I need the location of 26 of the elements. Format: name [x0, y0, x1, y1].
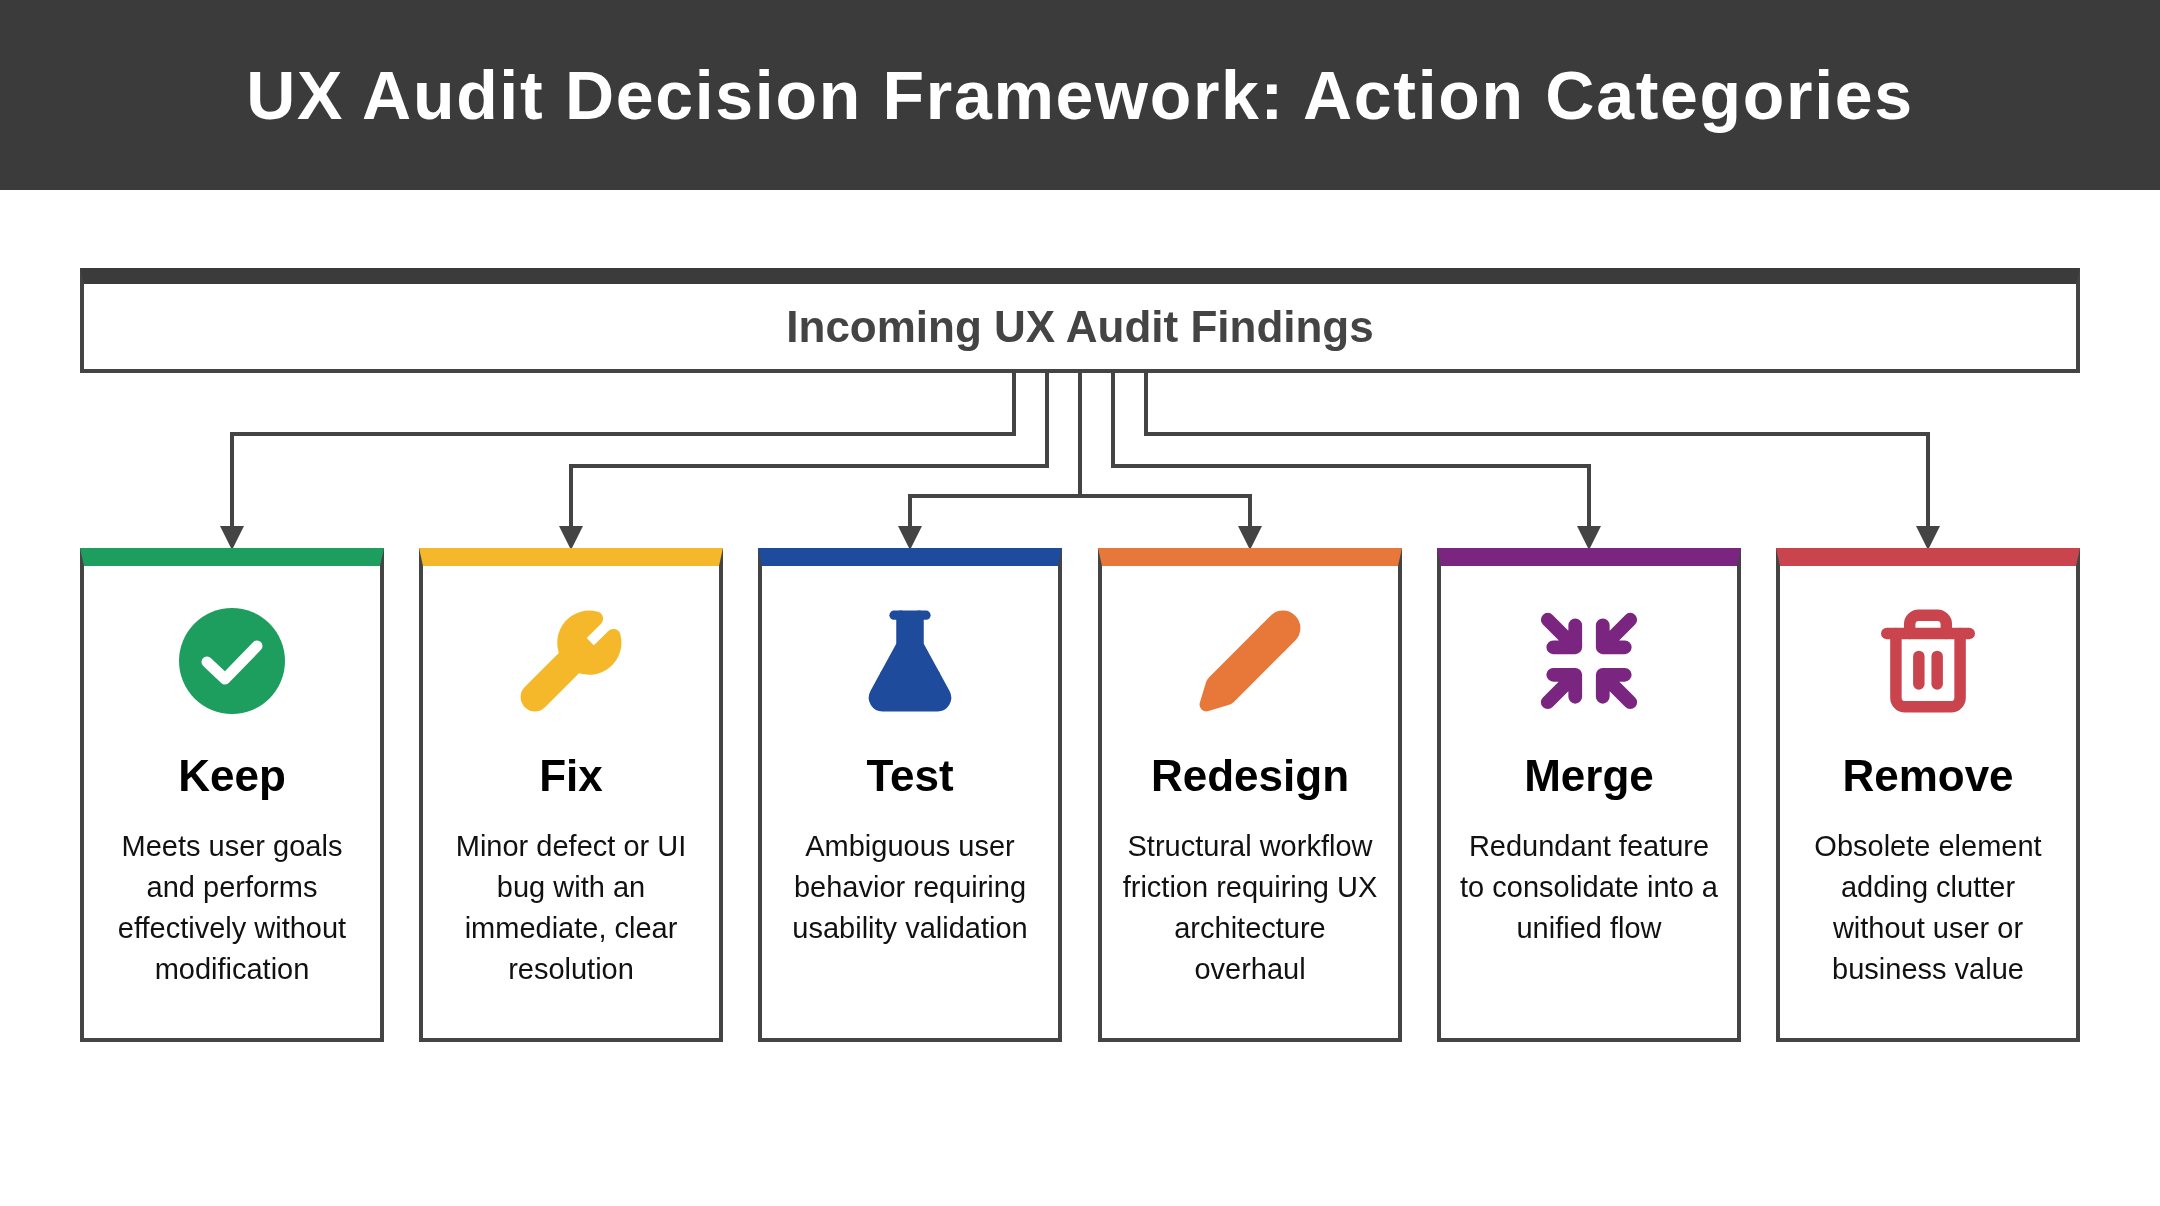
category-card: [1776, 548, 2080, 1042]
category-card: [758, 548, 1062, 1042]
category-card: [419, 548, 723, 1042]
card-description: Minor defect or UI bug with an immediate, clear resolution: [454, 829, 688, 987]
card-description: Structural workflow friction requiring UX architecture overhaul: [1121, 829, 1379, 987]
category-card: [80, 548, 384, 1042]
connector-arrow: [1111, 373, 1601, 550]
card-description: Meets user goals and performs effectively without modification: [116, 829, 348, 987]
title: UX Audit Decision Framework: Action Categories: [246, 56, 1914, 135]
category-card: [1098, 548, 1402, 1042]
card-heading: Merge: [1524, 754, 1654, 798]
connector-arrow: [1144, 373, 1940, 550]
source-box: [80, 268, 2080, 373]
card-description: Obsolete element adding clutter without user or business value: [1813, 829, 2043, 987]
card-heading: Keep: [178, 754, 286, 798]
box-heading: Incoming UX Audit Findings: [786, 300, 1374, 353]
card-heading: Remove: [1842, 754, 2014, 798]
connector-arrow: [220, 373, 1016, 550]
card-description: Ambiguous user behavior requiring usability validation: [791, 829, 1029, 946]
card-heading: Redesign: [1150, 754, 1349, 798]
category-card: [1437, 548, 1741, 1042]
connector-arrow: [1078, 373, 1262, 550]
card-heading: Test: [866, 754, 954, 798]
card-heading: Fix: [539, 754, 603, 798]
connector-arrow: [559, 373, 1049, 550]
card-description: Redundant feature to consolidate into a unified flow: [1459, 829, 1719, 946]
